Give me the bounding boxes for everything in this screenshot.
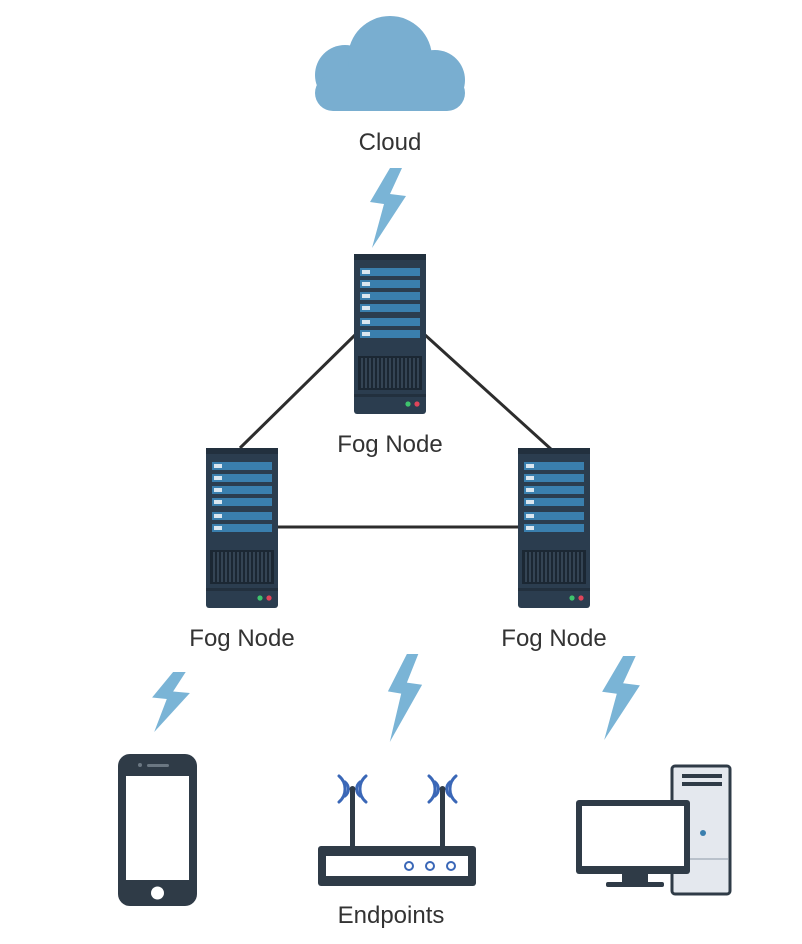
- fog-node-right-server-icon: [517, 447, 591, 609]
- lightning-bolt-icon-desktop: [602, 656, 640, 740]
- fog-node-right-label: Fog Node: [501, 625, 607, 652]
- endpoints-label: Endpoints: [337, 902, 445, 929]
- cloud-icon: [315, 16, 465, 111]
- fog-node-left-label: Fog Node: [189, 625, 295, 652]
- fog-node-left-server-icon: [205, 447, 279, 609]
- desktop-computer-icon: [576, 764, 732, 896]
- wifi-wave-icon: [337, 774, 458, 804]
- lightning-bolt-icon-phone: [152, 672, 190, 732]
- lightning-bolt-icon-cloud: [370, 168, 406, 248]
- cloud-label: Cloud: [358, 129, 422, 156]
- link-top-left: [238, 332, 358, 450]
- fog-node-top-label: Fog Node: [337, 431, 443, 458]
- smartphone-icon: [118, 754, 197, 906]
- link-top-right: [422, 332, 554, 452]
- wifi-router-icon: [318, 774, 476, 886]
- network-links: [238, 332, 554, 529]
- lightning-bolt-icon-router: [387, 654, 423, 742]
- fog-node-top-server-icon: [353, 253, 427, 415]
